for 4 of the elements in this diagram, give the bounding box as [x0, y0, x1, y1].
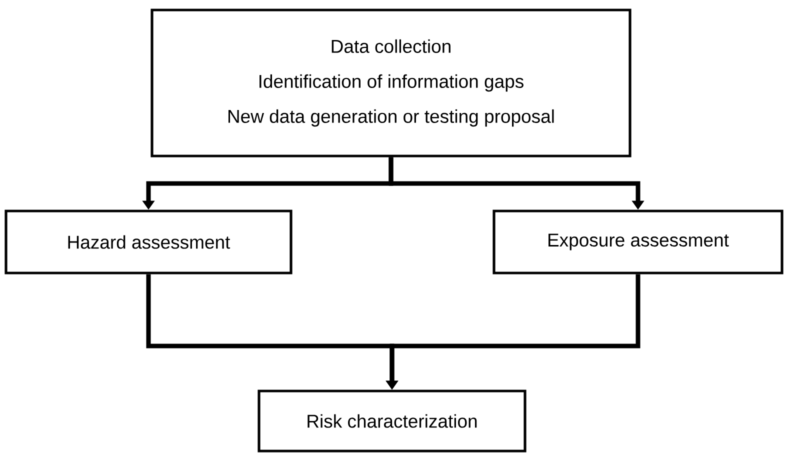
process-box: Risk characterization [258, 390, 526, 452]
process-box: Hazard assessment [4, 210, 292, 274]
process-box: Exposure assessment [492, 210, 784, 274]
process-box: Data collection Identification of information gaps New data generation or testing proposal [150, 8, 632, 158]
